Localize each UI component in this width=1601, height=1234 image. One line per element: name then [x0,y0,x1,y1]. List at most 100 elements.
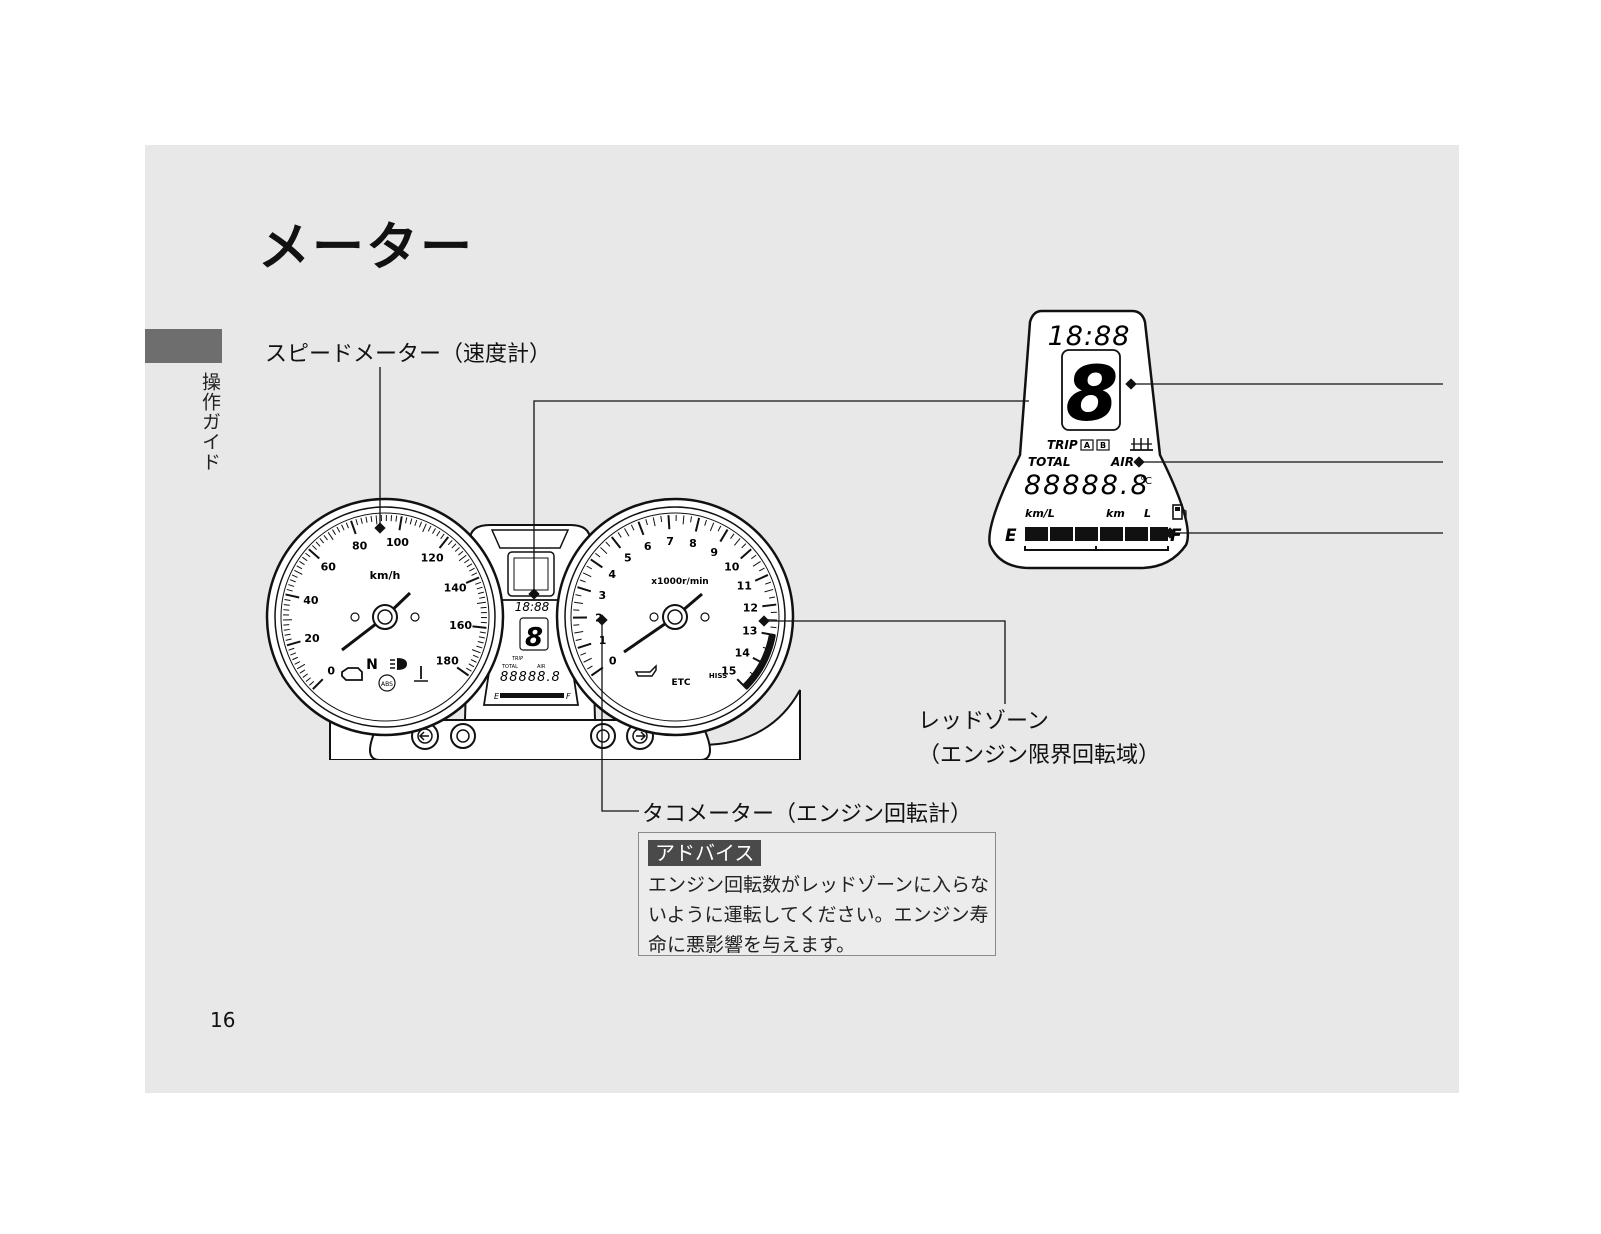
small-lcd-full: F [566,692,571,701]
tachometer-tick [630,524,635,531]
speedometer-tick [395,515,398,522]
speedometer-tick [479,631,486,634]
speedometer-tick [458,550,464,556]
tachometer-tick-label: 12 [743,602,758,615]
speedometer-tick [447,539,453,546]
tachometer-tick [580,652,587,656]
tachometer-tick-label: 13 [742,625,757,638]
lcd-trip-label: TRIP [1047,438,1078,452]
speedometer-tick [355,519,359,526]
tachometer-tick [582,572,592,578]
tachometer-tick [733,538,741,546]
abs-icon: ABS [378,674,396,692]
speedometer-tick [477,641,484,644]
lcd-degree: °C [1140,476,1152,487]
lcd-odometer: 88888.8 [1024,470,1150,501]
neutral-indicator: N [366,657,378,673]
svg-text:ABS: ABS [381,681,393,688]
speedometer-tick [466,563,473,568]
tachometer-tick [769,596,776,599]
tachometer-tick-label: 3 [598,589,606,602]
tachometer-tick [637,521,645,536]
small-lcd-total: TOTAL [501,664,518,670]
round-button-right [590,723,616,749]
advice-box: アドバイス エンジン回転数がレッドゾーンに入らないように運転してください。エンジ… [638,832,996,956]
speedometer-tick [294,661,301,665]
speedometer-tick [418,521,423,528]
speedometer-tick [477,591,485,595]
small-lcd-trip: TRIP [512,656,523,662]
tachometer-tick [730,533,735,539]
lcd-clock: 18:88 [1048,321,1131,352]
oil-pressure-icon [634,664,657,677]
speedometer-tick [427,525,432,532]
speedometer-tick [305,677,311,682]
speedometer-tick [458,554,467,562]
tachometer-tick [574,631,584,634]
tachometer-tick [682,515,685,525]
speedometer-tick [414,519,418,526]
engine-check-icon [341,667,363,681]
lcd-enlarged: 18:88 8 TRIP A B TOTAL AIR 88888.8 °C km… [988,309,1190,570]
hiss-indicator: HISS [709,672,727,680]
speedometer-tick [468,663,475,668]
tachometer-tick [645,519,648,526]
small-lcd-empty: E [494,692,500,701]
speedometer-tick [283,628,290,631]
tachometer-tick [577,586,592,593]
lcd-km-label: km [1106,507,1125,520]
speedometer-tick [479,596,486,599]
speedometer-tick [319,538,325,544]
speedometer-tick-label: 160 [449,619,472,632]
speedometer-tick-label: 0 [327,665,335,678]
tachometer-tick-label: 14 [735,646,751,659]
speedometer-tick [292,656,299,661]
speedometer-tick [476,601,486,605]
speedometer-tick [305,552,311,558]
tachometer-tick [586,565,593,570]
coolant-temperature-icon [414,666,428,682]
tachometer-tick [590,666,604,677]
speedometer-tick [409,518,413,525]
speedometer-tick-label: 80 [352,539,368,552]
tachometer-tick [575,594,582,597]
small-lcd-odometer: 88888.8 [500,670,561,685]
tachometer-tick-label: 10 [724,560,740,573]
tachometer-tick [667,515,671,530]
tachometer-tick-label: 5 [624,551,632,564]
speedometer-tick [398,516,403,531]
speedometer-tick [405,517,408,524]
tachometer-tick [600,547,608,554]
speedometer-tick-label: 100 [386,536,409,549]
small-lcd-gear: 8 [525,623,543,653]
tachometer-tick [704,519,707,526]
tachometer-tick [764,588,774,593]
tachometer-tick [587,665,593,670]
tachometer-tick [574,601,584,605]
tachometer-tick-label: 9 [710,546,718,559]
tachometer-tick [577,642,592,649]
speedometer-tick [308,681,315,686]
tachometer-tick [758,567,765,572]
advice-text: エンジン回転数がレッドゾーンに入らないように運転してください。エンジン寿命に悪影… [648,874,990,956]
speedometer-tick [469,567,475,572]
speedometer-tick-label: 20 [304,632,320,645]
leader-points [374,378,1176,627]
speedometer-tick [370,515,373,522]
headlight-icon [390,658,407,670]
speedometer-tick [456,666,470,677]
speedometer-tick [296,565,303,570]
speedometer-tick [375,515,378,525]
speedometer-tick [472,654,479,659]
leader-lines [379,367,1443,812]
fuel-gauge-bar [1024,527,1169,551]
tachometer-tick [595,552,601,558]
speedometer-tick [475,581,482,585]
tachometer-tick [719,529,729,543]
speedometer-tick [470,659,477,663]
tachometer-tick [765,581,772,585]
speedometer-tick-label: 140 [444,582,467,595]
speedometer-tick [432,528,436,534]
